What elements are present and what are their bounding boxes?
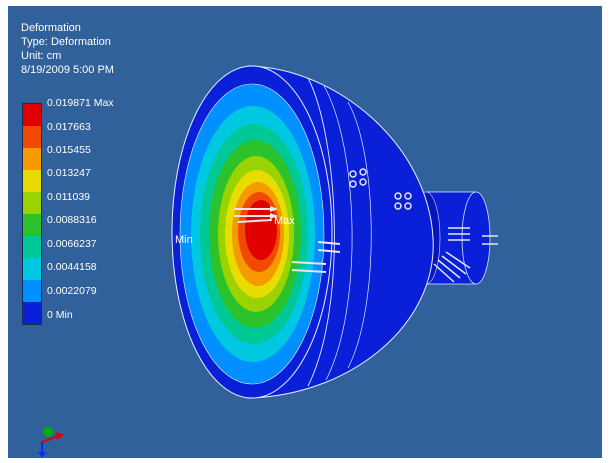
result-title: Deformation bbox=[21, 22, 81, 34]
legend-swatch-3 bbox=[23, 170, 41, 192]
legend-label: 0.017663 bbox=[47, 121, 91, 133]
bolt-group-center bbox=[234, 206, 278, 223]
legend-label: 0.0088316 bbox=[47, 214, 97, 226]
min-probe-label: Min bbox=[175, 234, 193, 246]
legend-swatch-1 bbox=[23, 126, 41, 148]
legend-label: 0.011039 bbox=[47, 191, 91, 203]
graphics-viewport[interactable]: Deformation Type: Deformation Unit: cm 8… bbox=[8, 6, 602, 458]
legend-label-min: 0 Min bbox=[47, 309, 73, 321]
legend-swatch-5 bbox=[23, 214, 41, 236]
bolt-group-upper bbox=[349, 168, 412, 210]
legend-label: 0.0022079 bbox=[47, 285, 97, 297]
legend-swatch-0 bbox=[23, 104, 41, 126]
result-unit: Unit: cm bbox=[21, 50, 62, 62]
legend-swatch-8 bbox=[23, 280, 41, 302]
legend-label: 0.013247 bbox=[47, 167, 91, 179]
legend-swatch-7 bbox=[23, 258, 41, 280]
bolt-group-hub bbox=[433, 227, 498, 283]
coordinate-triad-icon bbox=[38, 427, 64, 458]
legend-swatch-4 bbox=[23, 192, 41, 214]
front-face-contours bbox=[171, 65, 333, 399]
result-timestamp: 8/19/2009 5:00 PM bbox=[21, 64, 114, 76]
result-type: Type: Deformation bbox=[21, 36, 111, 48]
legend-swatch-2 bbox=[23, 148, 41, 170]
legend-swatch-6 bbox=[23, 236, 41, 258]
legend-label: 0.0066237 bbox=[47, 238, 97, 250]
bolt-group-lower bbox=[291, 241, 341, 273]
max-probe-label: Max bbox=[274, 215, 295, 227]
legend-swatch-9 bbox=[23, 302, 41, 324]
result-info-block: Deformation Type: Deformation Unit: cm 8… bbox=[21, 21, 114, 77]
legend-color-bar bbox=[22, 103, 42, 325]
legend-label: 0.015455 bbox=[47, 144, 91, 156]
legend-label-max: 0.019871 Max bbox=[47, 97, 114, 109]
legend-label: 0.0044158 bbox=[47, 261, 97, 273]
deformation-model[interactable] bbox=[8, 6, 602, 458]
